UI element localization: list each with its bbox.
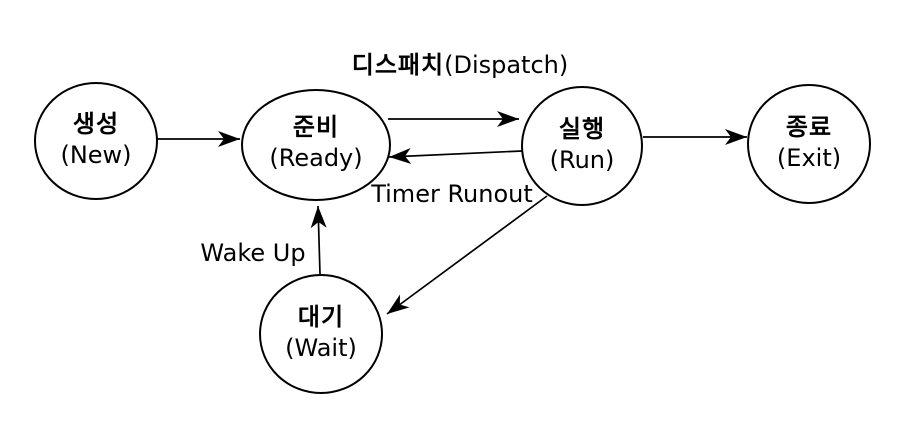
label-dispatch-english: (Dispatch)	[444, 51, 569, 79]
state-new-english: (New)	[60, 141, 132, 169]
state-new: 생성 (New)	[60, 109, 131, 171]
state-circle-new	[34, 82, 158, 200]
state-circle-wait	[259, 274, 383, 394]
state-circle-run	[521, 86, 643, 206]
label-dispatch-korean: 디스패치	[351, 51, 445, 79]
state-run-korean: 실행	[558, 115, 606, 143]
state-new-korean: 생성	[72, 110, 120, 138]
edge-run-to-wait	[386, 195, 548, 315]
state-wait-korean: 대기	[297, 303, 345, 331]
state-ready-korean: 준비	[292, 113, 340, 141]
label-dispatch: 디스패치(Dispatch)	[352, 52, 568, 78]
state-circle-ready	[241, 89, 391, 201]
state-wait-english: (Wait)	[285, 334, 357, 362]
state-run-english: (Run)	[549, 146, 615, 174]
state-exit-korean: 종료	[785, 113, 833, 141]
edge-wait-to-ready	[310, 205, 327, 275]
state-ready: 준비 (Ready)	[269, 112, 362, 174]
state-exit: 종료 (Exit)	[777, 112, 841, 174]
state-exit-english: (Exit)	[776, 144, 842, 172]
label-wake-up: Wake Up	[200, 239, 306, 267]
state-circle-exit	[747, 84, 871, 204]
state-ready-english: (Ready)	[269, 144, 363, 172]
edge-run-to-ready	[388, 148, 523, 165]
state-run: 실행 (Run)	[550, 114, 615, 176]
state-wait: 대기 (Wait)	[285, 302, 357, 364]
label-timer-runout: Timer Runout	[371, 180, 533, 208]
